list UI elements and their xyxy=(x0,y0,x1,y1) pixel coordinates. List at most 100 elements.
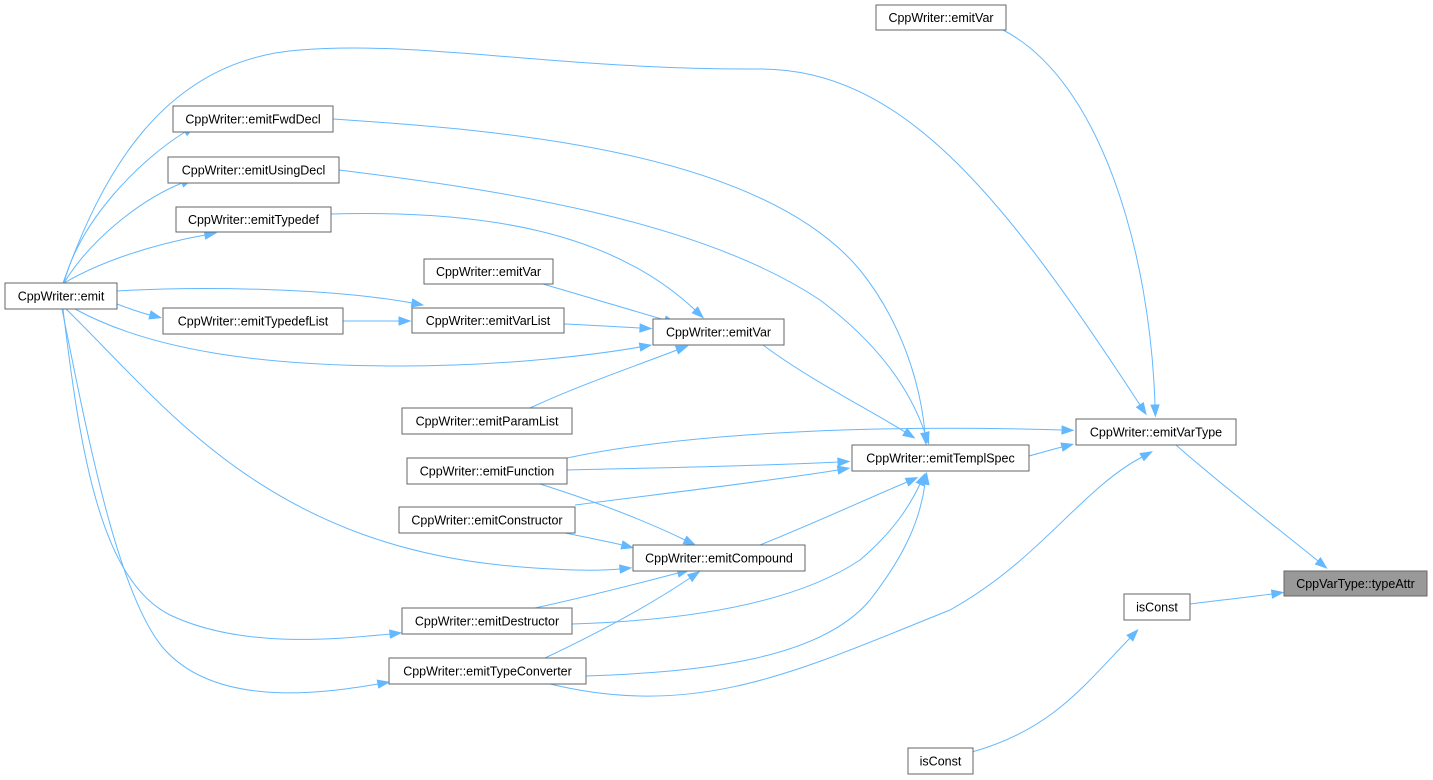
node-emitFwdDecl[interactable]: CppWriter::emitFwdDecl xyxy=(172,105,334,133)
edge-emitFunction-to-emitVarType xyxy=(566,425,1075,459)
graph-nodes: CppVarType::typeAttr CppWriter::emitVarTy… xyxy=(4,4,1428,775)
node-emitVarType[interactable]: CppWriter::emitVarType xyxy=(1075,418,1237,446)
node-typeAttr[interactable]: CppVarType::typeAttr xyxy=(1283,570,1428,597)
edge-emitFunction-to-emitTemplSpec xyxy=(566,457,851,471)
edge-line xyxy=(534,572,679,609)
edge-line xyxy=(529,349,678,409)
node-box xyxy=(423,258,554,285)
node-box xyxy=(398,506,576,534)
node-label: CppWriter::emitVar xyxy=(888,11,993,25)
edge-isConst1-to-typeAttr xyxy=(1189,589,1285,605)
node-label: CppWriter::emit xyxy=(18,290,105,304)
edge-line xyxy=(62,47,1141,406)
edge-arrowhead xyxy=(682,535,697,546)
edge-line xyxy=(1189,593,1273,605)
node-box xyxy=(401,407,573,435)
edge-line xyxy=(62,308,391,640)
edge-arrowhead xyxy=(1314,557,1328,569)
node-emitUsingDecl[interactable]: CppWriter::emitUsingDecl xyxy=(167,156,340,184)
edge-line xyxy=(759,481,908,546)
edge-arrowhead xyxy=(398,316,412,326)
edge-line xyxy=(65,308,621,571)
node-box xyxy=(167,156,340,184)
edge-arrowhead xyxy=(902,427,916,439)
edge-arrowhead xyxy=(1270,589,1285,599)
node-emitVarMid[interactable]: CppWriter::emitVar xyxy=(652,318,785,346)
edge-line xyxy=(1028,446,1063,457)
edge-line xyxy=(1002,29,1156,406)
edge-arrowhead xyxy=(148,310,163,320)
node-label: CppWriter::emitUsingDecl xyxy=(182,164,326,178)
edge-line xyxy=(549,456,1143,697)
node-emitVarTop[interactable]: CppWriter::emitVar xyxy=(875,4,1007,31)
node-emitConstructor[interactable]: CppWriter::emitConstructor xyxy=(398,506,576,534)
edge-arrowhead xyxy=(920,430,930,445)
edge-emitUsingDecl-to-emitTemplSpec xyxy=(338,169,930,445)
edge-arrowhead xyxy=(837,457,851,467)
node-emitFunction[interactable]: CppWriter::emitFunction xyxy=(406,457,568,485)
node-box xyxy=(406,457,568,485)
node-emitDestructor[interactable]: CppWriter::emitDestructor xyxy=(401,607,573,635)
node-emitCompound[interactable]: CppWriter::emitCompound xyxy=(632,544,806,572)
node-emitTypeConverter[interactable]: CppWriter::emitTypeConverter xyxy=(388,657,587,685)
edge-emitVarType-to-typeAttr xyxy=(1175,444,1328,569)
node-emitParamList[interactable]: CppWriter::emitParamList xyxy=(401,407,573,435)
node-emitTypedefList[interactable]: CppWriter::emitTypedefList xyxy=(162,307,344,335)
edge-line xyxy=(338,169,926,434)
node-box xyxy=(632,544,806,572)
edge-arrowhead xyxy=(686,570,701,583)
edge-isConst2-to-isConst1 xyxy=(971,629,1139,753)
edge-emitTemplSpec-to-emitVarType xyxy=(1028,442,1075,457)
node-label: isConst xyxy=(920,755,962,769)
graph-edges xyxy=(61,29,1328,753)
node-isConst1[interactable]: isConst xyxy=(1123,593,1191,621)
node-emitTemplSpec[interactable]: CppWriter::emitTemplSpec xyxy=(851,444,1030,472)
edge-emitVarMid-to-emitTemplSpec xyxy=(762,344,916,439)
node-box xyxy=(1283,570,1428,597)
edge-line xyxy=(63,182,183,284)
edge-emitVarList-to-emitVarMid xyxy=(563,323,653,333)
edge-line xyxy=(539,483,686,541)
edge-emit-to-emitVarMid xyxy=(74,308,653,367)
node-isConst2[interactable]: isConst xyxy=(907,747,974,775)
edge-emitTypeConverter-to-emitVarType xyxy=(549,451,1153,697)
node-label: CppWriter::emitCompound xyxy=(645,552,793,566)
edge-arrowhead xyxy=(1150,404,1160,418)
edge-arrowhead xyxy=(389,629,403,639)
node-label: CppWriter::emitTemplSpec xyxy=(866,452,1014,466)
node-label: CppWriter::emitVar xyxy=(436,265,541,279)
edge-line xyxy=(116,288,413,304)
edge-emit-to-emitDestructor xyxy=(62,308,403,640)
edge-line xyxy=(563,323,641,329)
node-label: CppWriter::emitVarList xyxy=(426,314,551,328)
node-box xyxy=(172,105,334,133)
node-box xyxy=(851,444,1030,472)
edge-line xyxy=(63,131,186,284)
node-box xyxy=(4,282,118,310)
edge-emitTypedef-to-emitVarMid xyxy=(330,213,705,319)
edge-emitFwdDecl-to-emitTemplSpec xyxy=(332,118,930,446)
edge-line xyxy=(116,303,151,316)
edge-arrowhead xyxy=(1060,442,1075,452)
edge-arrowhead xyxy=(639,323,653,333)
edge-arrowhead xyxy=(920,471,930,486)
node-label: CppWriter::emitTypedefList xyxy=(178,315,329,329)
node-box xyxy=(907,747,974,775)
edge-emitFunction-to-emitCompound xyxy=(539,483,697,546)
node-emitVarUpper[interactable]: CppWriter::emitVar xyxy=(423,258,554,285)
edge-arrowhead xyxy=(691,306,705,319)
edge-line xyxy=(544,577,691,659)
edge-emitTypeConverter-to-emitCompound xyxy=(544,570,701,659)
node-emitVarList[interactable]: CppWriter::emitVarList xyxy=(411,307,565,334)
node-box xyxy=(401,607,573,635)
edge-arrowhead xyxy=(619,564,633,574)
edge-line xyxy=(332,118,926,434)
node-emit[interactable]: CppWriter::emit xyxy=(4,282,118,310)
node-box xyxy=(162,307,344,335)
node-emitTypedef[interactable]: CppWriter::emitTypedef xyxy=(175,206,332,233)
edge-line xyxy=(1175,444,1319,562)
edge-arrowhead xyxy=(638,342,653,352)
edge-line xyxy=(61,308,379,694)
edge-line xyxy=(564,532,623,546)
edge-line xyxy=(330,213,696,311)
